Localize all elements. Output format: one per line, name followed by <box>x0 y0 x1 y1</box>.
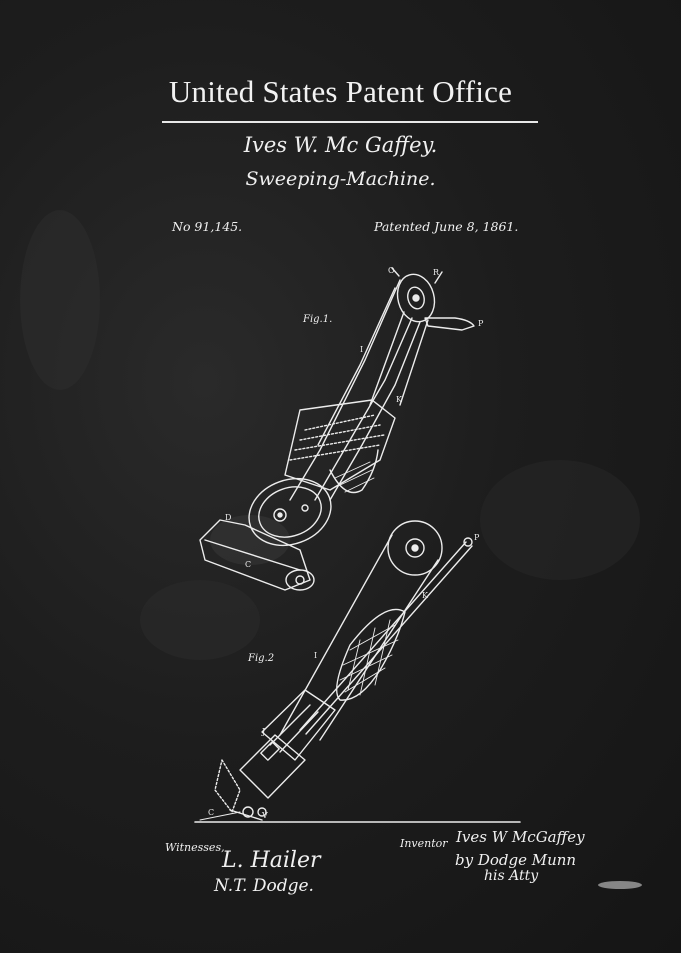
svg-text:I: I <box>360 345 363 354</box>
svg-text:K: K <box>422 591 429 600</box>
page-title: United States Patent Office <box>168 74 513 109</box>
svg-text:I: I <box>314 651 317 660</box>
svg-text:R: R <box>433 268 440 277</box>
invention-name: Sweeping-Machine. <box>245 168 436 190</box>
inventor-label: Inventor <box>400 837 448 850</box>
svg-text:V: V <box>261 811 268 820</box>
figure-2-drawing: P I K J V C <box>194 520 521 823</box>
inventor-signature: Ives W McGaffey <box>456 828 585 846</box>
inventor-name: Ives W. Mc Gaffey. <box>243 133 438 157</box>
figure-1-label: Fig.1. <box>303 314 333 325</box>
svg-text:O: O <box>388 266 395 275</box>
witness-signature-1: L. Hailer <box>222 848 321 873</box>
witnesses-label: Witnesses, <box>165 841 225 854</box>
patent-date: Patented June 8, 1861. <box>374 219 519 234</box>
svg-text:C: C <box>245 560 251 569</box>
svg-text:D: D <box>225 513 231 522</box>
svg-text:C: C <box>208 808 214 817</box>
attorney-role: his Atty <box>484 868 539 884</box>
witness-signature-2: N.T. Dodge. <box>214 876 314 896</box>
svg-text:J: J <box>261 727 265 736</box>
attorney-signature: by Dodge Munn <box>455 851 577 869</box>
patent-number: No 91,145. <box>172 219 243 234</box>
svg-text:P: P <box>474 533 480 542</box>
svg-text:K: K <box>396 395 403 404</box>
svg-text:P: P <box>478 319 484 328</box>
title-divider <box>162 121 538 123</box>
figure-1-drawing: O R P I K D C <box>199 266 484 591</box>
figure-2-label: Fig.2 <box>248 653 275 664</box>
